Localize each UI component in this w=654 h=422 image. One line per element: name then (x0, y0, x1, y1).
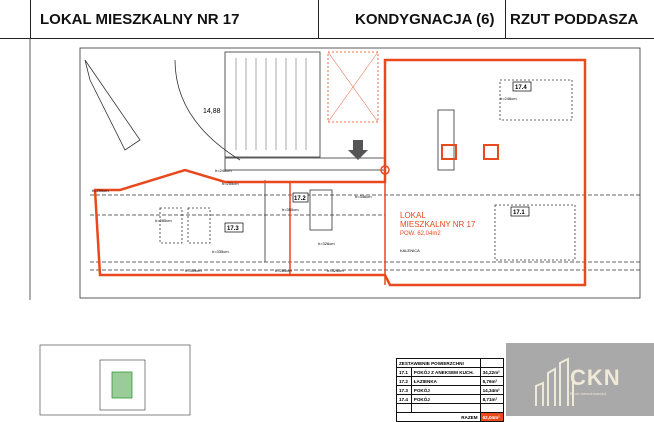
ridge-label: KALENICA (400, 248, 420, 253)
dimension-label: h=346cm (355, 194, 372, 199)
divider (505, 0, 506, 38)
room-number: 17.3 (227, 226, 239, 232)
dimension-label: h=246cm (215, 168, 232, 173)
arrow-down-icon (348, 140, 368, 160)
wall (84, 59, 141, 151)
unit-area: POW. 62,04m2 (400, 231, 441, 237)
table-title: ZESTAWIENIE POWIERZCHNI (396, 358, 481, 368)
meter-icon (380, 165, 390, 175)
room-number: 17.1 (513, 210, 525, 216)
apartment-outline (93, 58, 587, 287)
dimension-label: h=246cm (500, 96, 517, 101)
dimension-label: h=335cm (212, 249, 229, 254)
chimney (483, 144, 499, 160)
divider (318, 0, 319, 38)
logo-text: CKN (570, 365, 621, 390)
chimney (441, 144, 457, 160)
dimension-label: h=285cm (155, 218, 172, 223)
unit-label: MIESZKALNY NR 17 (400, 220, 476, 229)
ckn-logo: CKN Biuro nieruchomości (506, 343, 654, 416)
unit-label: LOKAL (400, 211, 426, 220)
dimension-label: h=200cm (92, 188, 109, 193)
logo-tagline: Biuro nieruchomości (570, 391, 607, 396)
skylight (187, 207, 211, 244)
plan-type-label: RZUT PODDASZA (510, 11, 639, 28)
dimension-label: h=324cm (327, 268, 344, 273)
dimension-label: h=284cm (275, 268, 292, 273)
bathtub (309, 189, 333, 231)
title-block: LOKAL MIESZKALNY NR 17 KONDYGNACJA (6) R… (0, 0, 654, 39)
sheet-title: LOKAL MIESZKALNY NR 17 (40, 11, 240, 28)
buildings-icon (535, 357, 574, 406)
shaft (327, 51, 379, 123)
room-number: 17.4 (515, 85, 527, 91)
divider (30, 0, 31, 38)
kitchen-counter (437, 109, 455, 171)
staircase (224, 51, 321, 158)
room-number: 17.2 (294, 196, 306, 202)
elevation-mark: 14,88 (203, 108, 221, 115)
floor-label: KONDYGNACJA (6) (355, 11, 495, 28)
building-outline (79, 47, 641, 299)
skylight (159, 207, 183, 244)
location-key-plan (39, 344, 191, 416)
dimension-label: h=355cm (282, 207, 299, 212)
stair-curve (174, 59, 241, 161)
dimension-label: h=255cm (222, 181, 239, 186)
dimension-label: h=309cm (185, 268, 202, 273)
dimension-label: h=326cm (318, 241, 335, 246)
